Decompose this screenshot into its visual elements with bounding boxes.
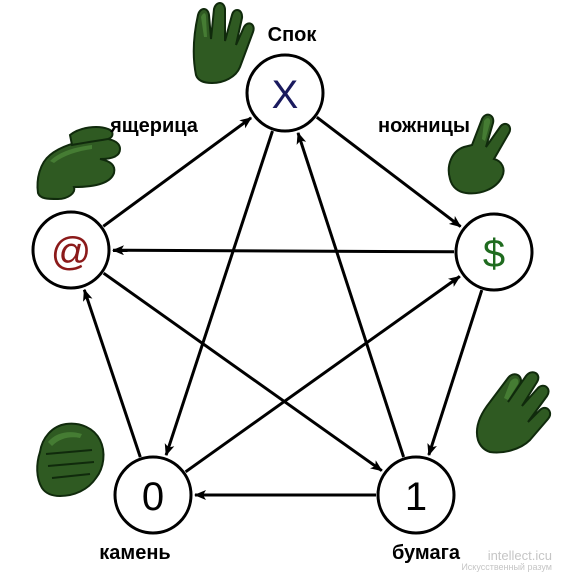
spock-hand-icon bbox=[192, 2, 255, 85]
node-rock-label: камень bbox=[99, 542, 170, 564]
edge-rock-to-scissors bbox=[184, 275, 461, 474]
node-scissors-circle bbox=[454, 212, 534, 292]
node-lizard-label: ящерица bbox=[109, 115, 199, 137]
node-rock-symbol: 0 bbox=[142, 475, 164, 519]
node-paper-label: бумага bbox=[392, 542, 461, 564]
watermark: intellect.icu Искусственный разум bbox=[461, 547, 552, 573]
node-scissors-label: ножницы bbox=[378, 115, 470, 137]
node-spock-symbol: X bbox=[272, 73, 299, 117]
edges-layer bbox=[82, 116, 484, 500]
node-paper-symbol: 1 bbox=[405, 475, 427, 519]
rock-hand-icon bbox=[36, 422, 105, 498]
node-scissors: $ ножницы bbox=[378, 115, 534, 292]
lizard-hand-icon bbox=[36, 126, 122, 201]
edge-scissors-to-lizard bbox=[112, 245, 455, 256]
node-scissors-symbol: $ bbox=[483, 232, 505, 276]
node-paper: 1 бумага bbox=[376, 455, 461, 564]
edge-spock-to-scissors bbox=[315, 116, 462, 228]
node-lizard-circle bbox=[31, 210, 111, 290]
scissors-hand-icon bbox=[447, 113, 511, 195]
watermark-main: intellect.icu bbox=[487, 547, 552, 563]
node-lizard: @ ящерица bbox=[31, 115, 199, 290]
paper-hand-icon bbox=[476, 371, 552, 454]
edge-scissors-to-paper bbox=[427, 289, 484, 456]
edge-paper-to-spock bbox=[296, 131, 406, 458]
node-rock: 0 камень bbox=[99, 455, 193, 564]
edge-lizard-to-spock bbox=[102, 116, 252, 228]
node-rock-circle bbox=[113, 455, 193, 535]
edge-lizard-to-paper bbox=[102, 271, 383, 472]
node-paper-circle bbox=[376, 455, 456, 535]
edge-spock-to-rock bbox=[164, 130, 274, 457]
watermark-sub: Искусственный разум bbox=[461, 562, 552, 573]
node-spock: X Спок bbox=[245, 24, 325, 133]
node-lizard-symbol: @ bbox=[51, 230, 92, 274]
edge-rock-to-lizard bbox=[82, 288, 142, 458]
node-spock-circle bbox=[245, 53, 325, 133]
node-spock-label: Спок bbox=[268, 24, 318, 46]
